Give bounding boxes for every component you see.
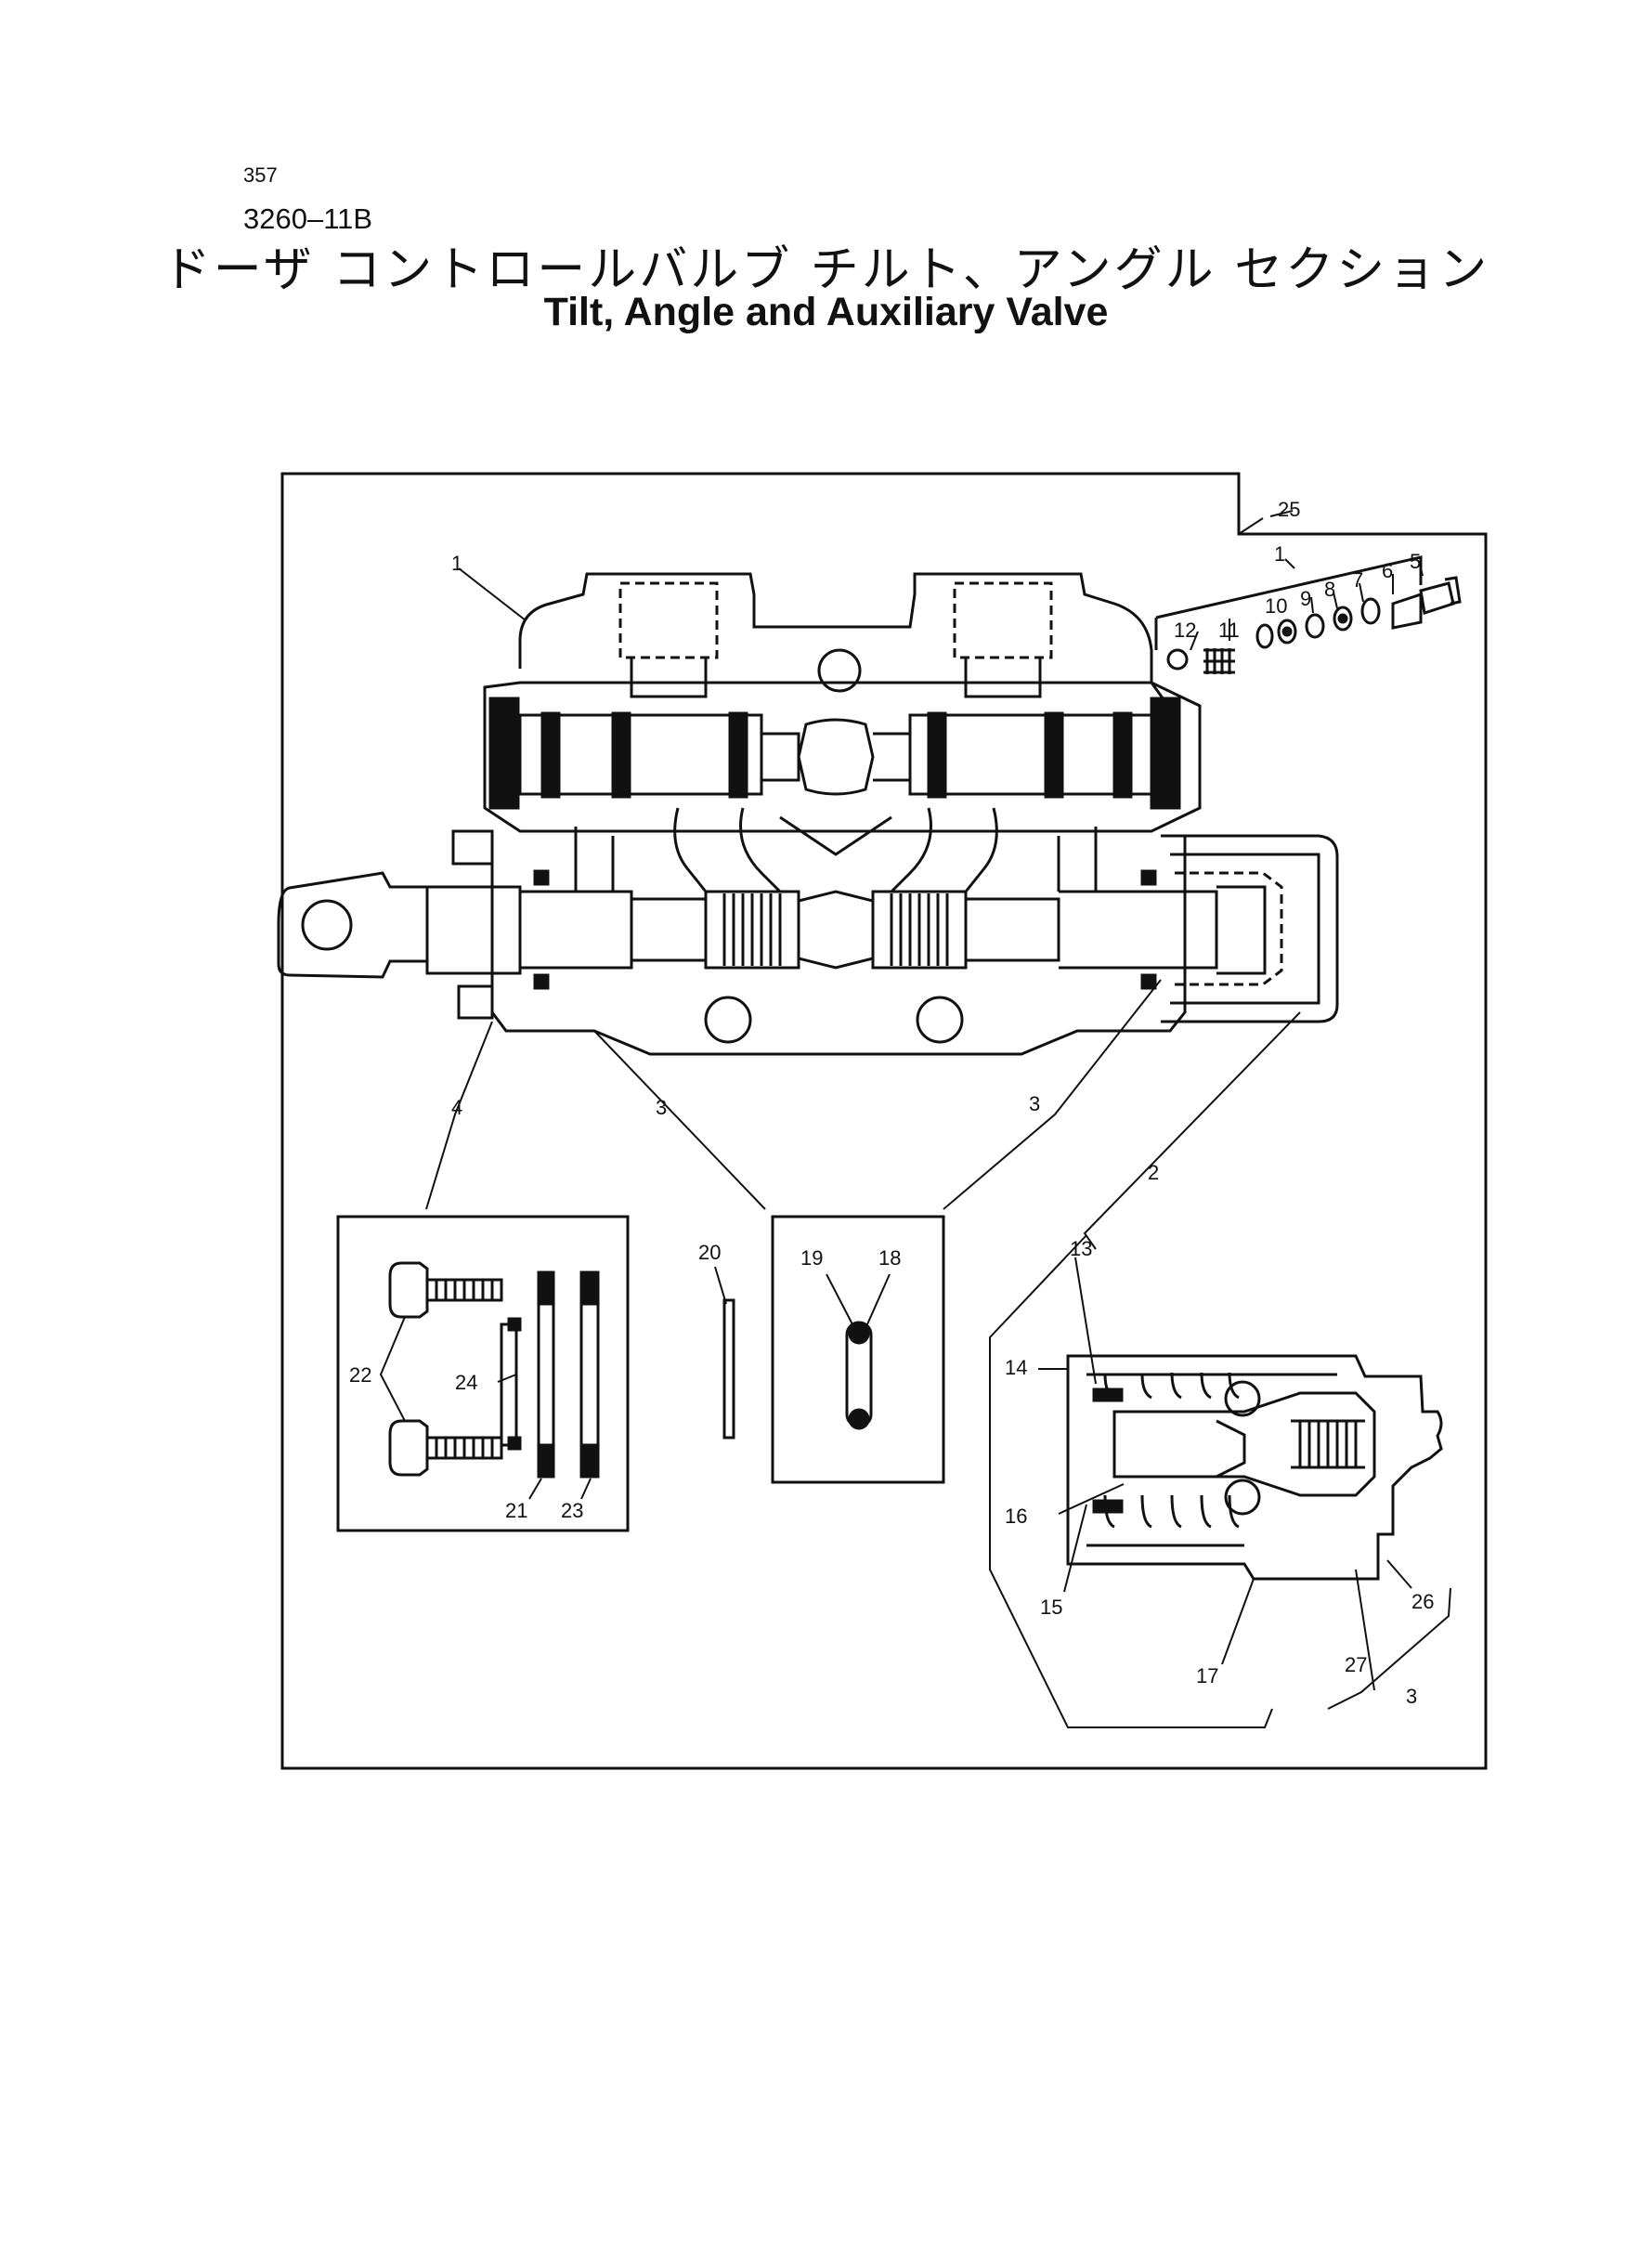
diagram-frame (280, 472, 1488, 1770)
title-japanese: ドーザ コントロールバルブ チルト、アングル セクション (162, 242, 1490, 298)
callout-4: 4 (451, 1096, 462, 1119)
callout-3-right: 3 (1029, 1092, 1040, 1115)
callout-16: 16 (1005, 1505, 1027, 1528)
callout-7: 7 (1352, 568, 1363, 592)
callout-26: 26 (1411, 1590, 1434, 1613)
callout-1-kit: 1 (1274, 542, 1285, 566)
seal-kit-box (336, 1215, 630, 1532)
callout-27: 27 (1345, 1653, 1367, 1676)
callout-14: 14 (1005, 1356, 1027, 1379)
callout-5: 5 (1410, 550, 1421, 573)
callout-3-relief: 3 (1406, 1685, 1417, 1708)
callout-1-body: 1 (451, 552, 462, 575)
callout-6: 6 (1382, 559, 1393, 582)
callout-13: 13 (1070, 1237, 1092, 1260)
relief-valve-detail (989, 1234, 1451, 1728)
callout-24: 24 (455, 1371, 477, 1394)
callout-2: 2 (1148, 1161, 1159, 1184)
page-header: 357 3260–11B ドーザ コントロールバルブ チルト、アングル セクショ… (0, 0, 1652, 390)
callout-12: 12 (1174, 619, 1196, 642)
callout-11: 11 (1218, 619, 1240, 642)
page-number: 357 (243, 163, 278, 187)
callout-23: 23 (561, 1499, 583, 1522)
valve-body (277, 572, 1339, 1056)
callout-20: 20 (698, 1241, 721, 1264)
callout-10: 10 (1265, 594, 1287, 618)
oring-box (771, 1215, 945, 1484)
callout-22: 22 (349, 1363, 371, 1387)
callout-21: 21 (505, 1499, 527, 1522)
callout-25: 25 (1278, 498, 1300, 521)
callout-19: 19 (800, 1246, 823, 1270)
callout-18: 18 (878, 1246, 901, 1270)
callout-9: 9 (1300, 587, 1311, 610)
leader-lines (425, 510, 1424, 1250)
callout-15: 15 (1040, 1596, 1062, 1619)
callout-3-left: 3 (656, 1096, 667, 1119)
part-code: 3260–11B (243, 202, 373, 235)
callout-17: 17 (1196, 1664, 1218, 1687)
ring-item (714, 1266, 735, 1440)
plug-kit-parts (1154, 555, 1462, 674)
callout-labels: 1 1 2 3 3 3 4 5 6 7 8 9 10 11 12 13 14 1… (349, 498, 1434, 1708)
callout-8: 8 (1324, 578, 1335, 601)
title-english: Tilt, Angle and Auxiliary Valve (543, 290, 1109, 334)
